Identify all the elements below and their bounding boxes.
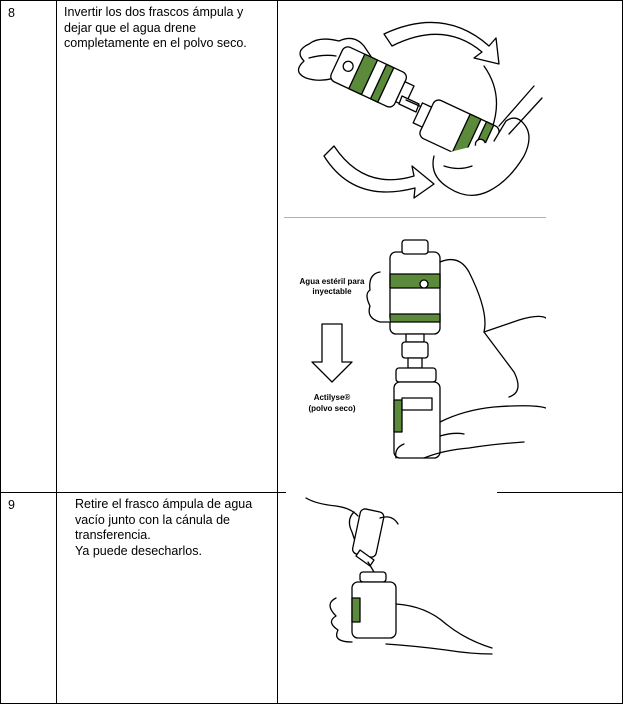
table-border-left	[0, 0, 1, 704]
figure-separator	[284, 217, 546, 218]
powder-vial-name-label: Actilyse®	[313, 393, 351, 402]
powder-vial-desc-label: (polvo seco)	[308, 404, 356, 413]
column-divider-figure	[277, 0, 278, 704]
water-vial-label: Agua estéril para inyectable	[299, 277, 365, 296]
step-number: 8	[8, 6, 15, 20]
invert-vials-illustration	[284, 6, 546, 211]
step-number: 9	[8, 498, 15, 512]
transfer-vials-illustration: Agua estéril para inyectable Actilyse® (…	[284, 222, 546, 466]
table-border-top	[0, 0, 623, 1]
table-border-bottom	[0, 703, 623, 704]
step-instruction: Retire el frasco ámpula de agua vacío ju…	[75, 497, 253, 558]
remove-vial-illustration	[296, 494, 496, 656]
row-divider	[0, 492, 286, 493]
row-divider-right	[497, 492, 623, 493]
table-border-right	[622, 0, 623, 704]
step-instruction: Invertir los dos frascos ámpula y dejar …	[64, 5, 247, 50]
column-divider-number	[56, 0, 57, 704]
